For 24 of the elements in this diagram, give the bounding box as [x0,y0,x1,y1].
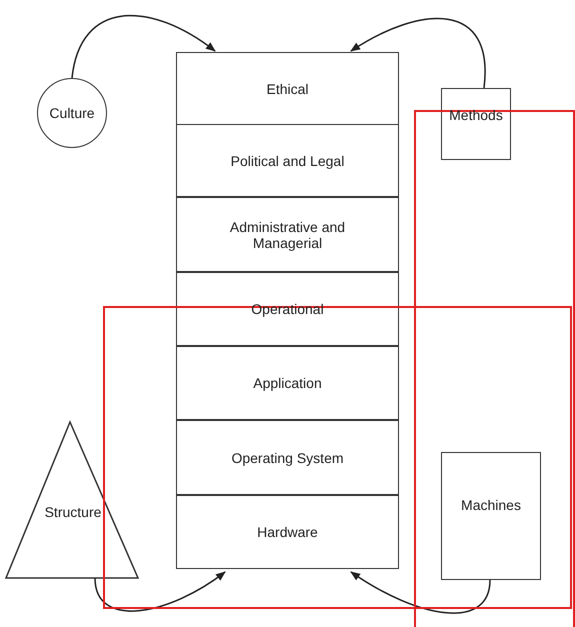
node-label: Administrative and Managerial [228,218,346,250]
circle-node [37,78,107,148]
layer-box [176,272,399,346]
layer-box [176,495,399,569]
layer-box [176,197,399,272]
layer-box [176,346,399,420]
node-label: Hardware [257,524,318,540]
node-label: Political and Legal [230,152,344,168]
node-label: Ethical [266,80,309,96]
box-node [441,452,541,580]
node-label: Machines [461,497,521,513]
layer-box [176,420,399,495]
node-label: Structure [44,504,102,520]
node-label: Operating System [231,450,344,466]
node-label: Methods [449,107,503,123]
curved-arrow [350,18,486,88]
layer-box [176,52,399,125]
curved-arrow [350,571,491,614]
curved-arrow [71,15,216,78]
node-label: Application [253,375,322,391]
curved-arrow [94,571,226,612]
box-node [441,88,511,160]
layer-box [176,124,399,197]
node-label: Culture [49,105,95,121]
